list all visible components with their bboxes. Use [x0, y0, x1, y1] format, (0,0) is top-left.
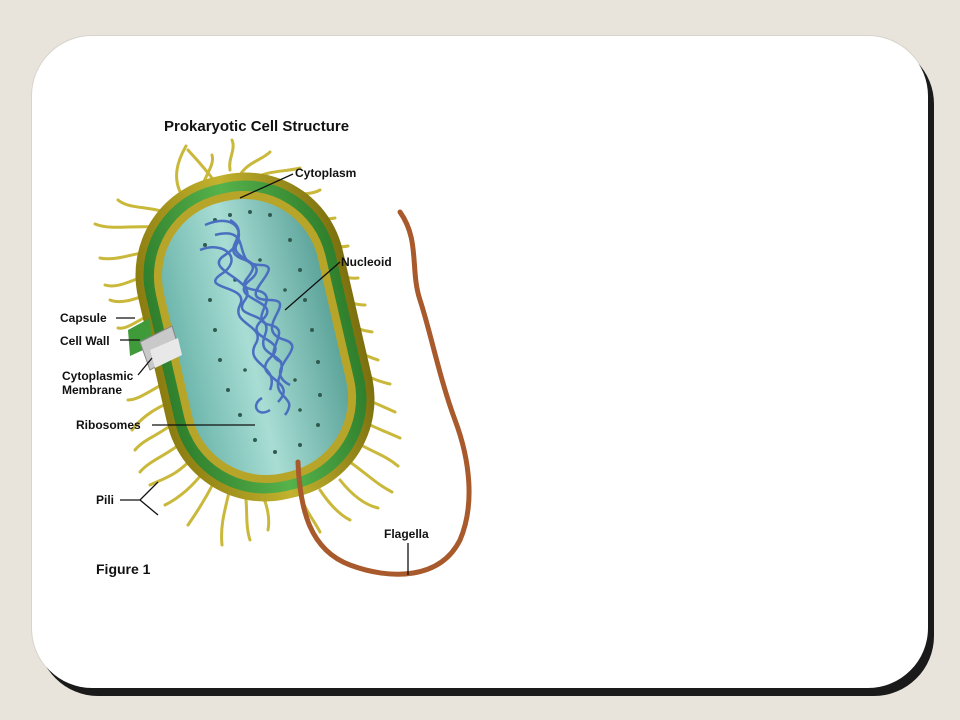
nucleoid [199, 218, 294, 416]
label-flagella: Flagella [384, 527, 429, 541]
cutaway-layers [128, 318, 182, 371]
leader-lines [116, 173, 409, 575]
label-pili: Pili [96, 493, 114, 507]
label-ribosomes: Ribosomes [76, 418, 141, 432]
diagram-title: Prokaryotic Cell Structure [164, 118, 349, 135]
flagella [295, 209, 472, 577]
figure-label: Figure 1 [96, 561, 151, 577]
ribosomes [203, 210, 322, 454]
label-cytoplasm: Cytoplasm [295, 166, 356, 180]
label-nucleoid: Nucleoid [341, 255, 392, 269]
label-cell-wall: Cell Wall [60, 334, 110, 348]
cytoplasm [161, 198, 349, 476]
label-cytoplasmic-membrane-1: Cytoplasmic [62, 369, 134, 383]
label-cytoplasmic-membrane-2: Membrane [62, 383, 122, 397]
label-capsule: Capsule [60, 311, 107, 325]
